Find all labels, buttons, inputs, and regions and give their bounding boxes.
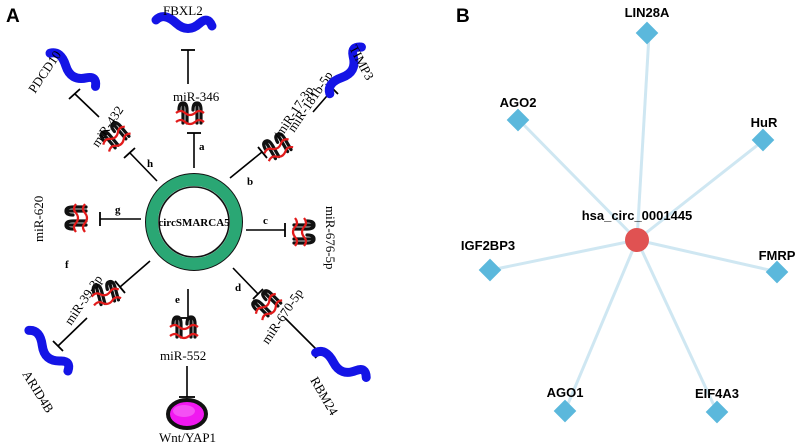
branch-b: b miR-181b-5p /miR-17-3p TIMP3 <box>229 42 377 188</box>
branch-g: g miR-620 <box>31 196 141 242</box>
edge-igf2bp3 <box>490 238 638 272</box>
gene-icon <box>23 328 74 373</box>
mirna-label-a: miR-346 <box>173 89 220 104</box>
panel-b: B LIN28A AGO2 HuR IGF2BP3 FMRP AGO1 E <box>456 5 796 424</box>
protein-nodes: LIN28A AGO2 HuR IGF2BP3 FMRP AGO1 EIF4A3 <box>461 5 796 424</box>
edge-hur <box>636 138 765 242</box>
branch-letter-a: a <box>199 141 205 153</box>
mirna-icon <box>291 216 316 248</box>
branch-letter-g: g <box>115 204 121 216</box>
mirna-icon <box>174 101 206 126</box>
hub-node[interactable] <box>625 228 649 252</box>
branch-letter-b: b <box>247 176 253 188</box>
edge-lin28a <box>635 34 651 241</box>
node-label-ago2: AGO2 <box>500 95 537 110</box>
gene-label-pdcd10: PDCD10 <box>25 48 64 96</box>
edge-fmrp <box>636 238 779 274</box>
edge-ago1 <box>563 239 639 412</box>
edge-eif4a3 <box>635 239 719 413</box>
mirna-label-c: miR-676-5p <box>323 206 338 270</box>
branch-e: e miR-552 Wnt/YAP1 <box>159 289 216 445</box>
branch-letter-e: e <box>175 294 180 306</box>
node-eif4a3[interactable] <box>705 400 729 424</box>
branch-letter-h: h <box>147 158 153 170</box>
node-igf2bp3[interactable] <box>478 258 502 282</box>
mirna-label-e: miR-552 <box>160 348 206 363</box>
gene-label-arid4b: ARID4B <box>19 368 57 416</box>
gene-icon <box>156 17 212 29</box>
panel-b-letter: B <box>456 6 470 27</box>
branch-letter-f: f <box>65 259 69 271</box>
node-label-eif4a3: EIF4A3 <box>695 386 739 401</box>
node-fmrp[interactable] <box>765 260 789 284</box>
branch-h: h miR-432 PDCD10 <box>25 48 158 182</box>
node-lin28a[interactable] <box>635 21 659 45</box>
branch-c: c miR-676-5p <box>246 206 338 270</box>
mirna-label-g: miR-620 <box>31 196 46 242</box>
node-label-ago1: AGO1 <box>547 385 584 400</box>
node-label-hur: HuR <box>751 115 778 130</box>
branch-d: d miR-670-5p RBM24 <box>232 267 369 418</box>
node-label-lin28a: LIN28A <box>625 5 670 20</box>
pathway-label-wnt-yap1: Wnt/YAP1 <box>159 430 216 445</box>
circrna-label: circSMARCA5 <box>158 217 230 229</box>
mirna-icon <box>168 315 200 340</box>
branch-letter-c: c <box>263 215 268 227</box>
circrna-ring <box>146 174 242 270</box>
gene-label-fbxl2: FBXL2 <box>163 3 203 18</box>
network-edges <box>490 34 779 413</box>
panel-a-letter: A <box>6 6 20 27</box>
branch-letter-d: d <box>235 282 241 294</box>
branch-a: miR-346 a FBXL2 <box>156 3 220 168</box>
mirna-icon <box>64 202 89 234</box>
node-label-fmrp: FMRP <box>759 248 796 263</box>
gene-label-rbm24: RBM24 <box>307 374 341 418</box>
node-ago1[interactable] <box>553 399 577 423</box>
panel-a: A miR-346 a FBXL2 b miR-181b-5p /miR-17-… <box>6 3 377 445</box>
edge-ago2 <box>517 118 639 242</box>
node-ago2[interactable] <box>506 108 530 132</box>
branch-f: f miR-39-3p ARID4B <box>19 259 151 416</box>
hub-label: hsa_circ_0001445 <box>582 208 693 223</box>
node-label-igf2bp3: IGF2BP3 <box>461 238 515 253</box>
